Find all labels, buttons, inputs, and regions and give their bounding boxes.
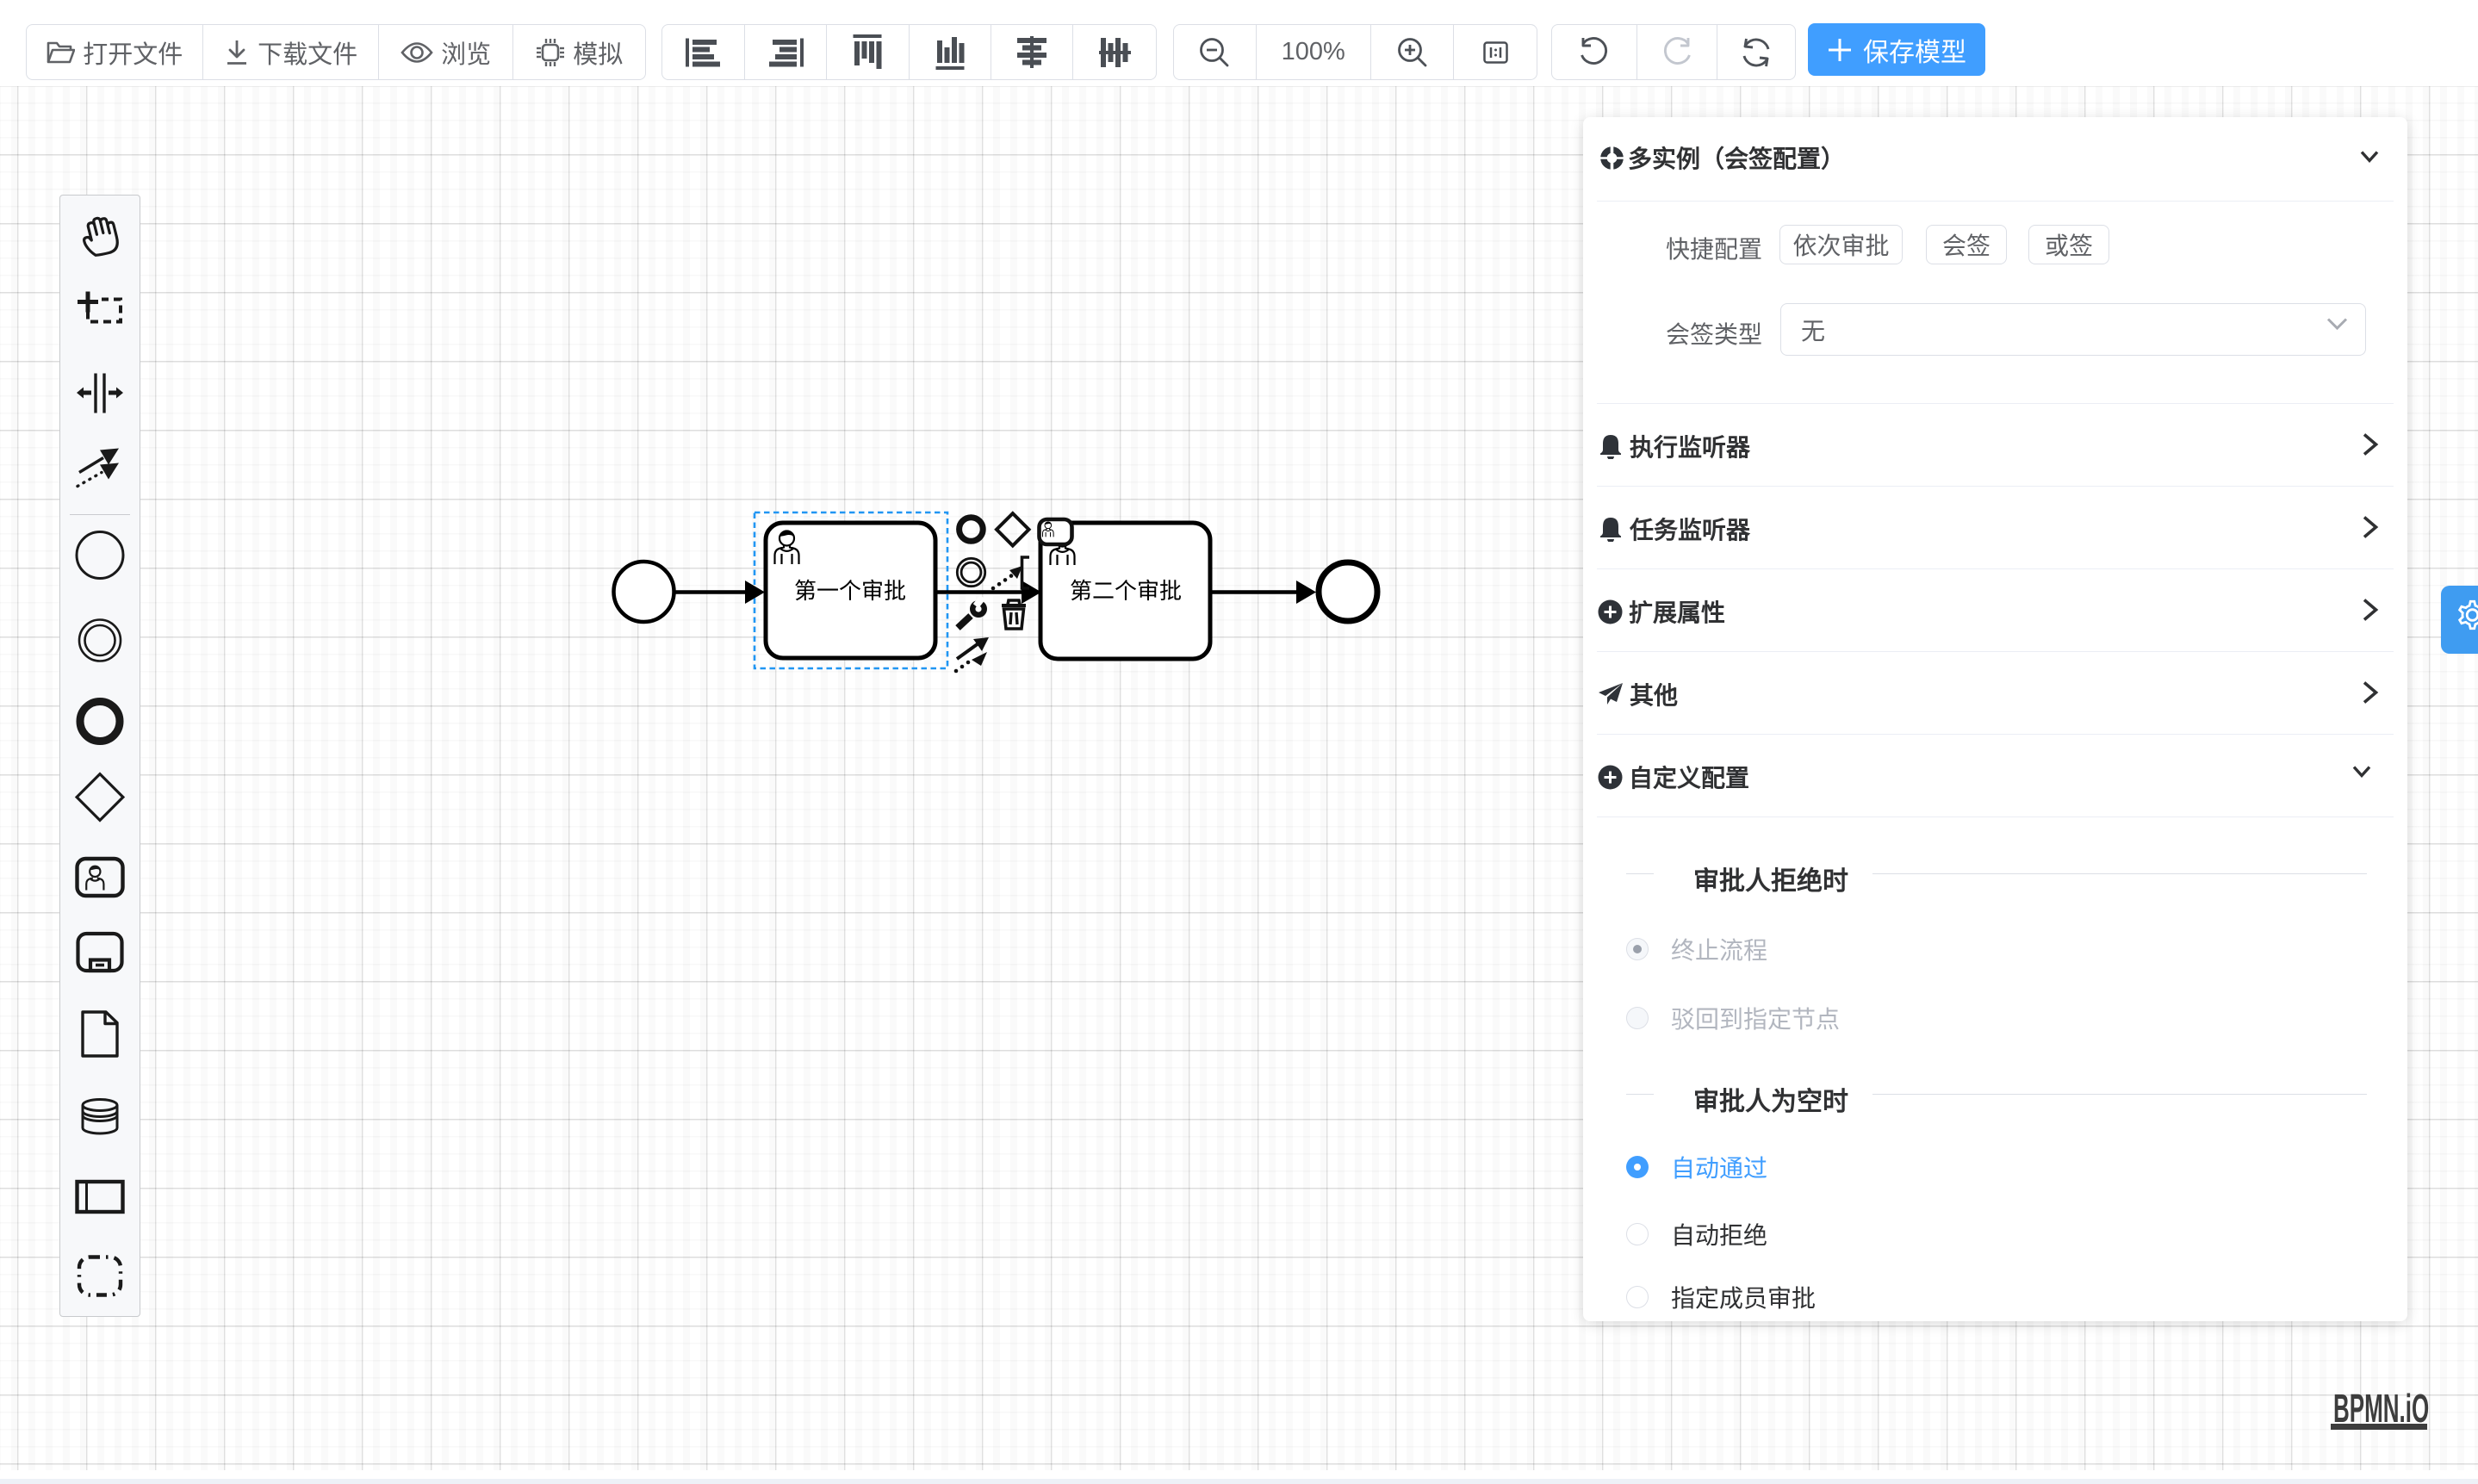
svg-text:第二个审批: 第二个审批 — [1070, 578, 1182, 604]
svg-text:第一个审批: 第一个审批 — [794, 578, 906, 604]
